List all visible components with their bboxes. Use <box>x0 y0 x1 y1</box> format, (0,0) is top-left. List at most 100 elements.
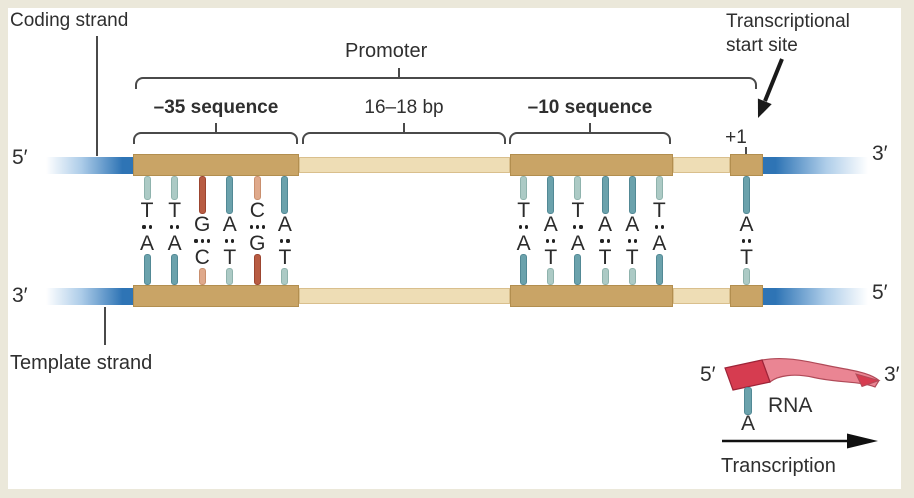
minus10-bracket-tick <box>589 123 591 132</box>
hydrogen-bond-dot <box>194 239 198 243</box>
top-base-tick <box>655 176 663 200</box>
coding-base: C <box>249 199 265 222</box>
hydrogen-bonds <box>573 221 583 233</box>
bottom-base-tick <box>143 254 151 285</box>
coding-base: A <box>625 213 640 236</box>
top-base-tick <box>574 176 582 200</box>
hydrogen-bonds <box>142 221 152 233</box>
rna-ribbon <box>724 357 881 391</box>
template-base: G <box>249 232 266 255</box>
tss-arrow <box>757 58 784 118</box>
hydrogen-bond-dot <box>627 239 631 243</box>
top-base-tick <box>253 176 261 200</box>
template-base: A <box>140 232 155 255</box>
coding-base: A <box>277 213 292 236</box>
hydrogen-bond-dot <box>600 239 604 243</box>
hydrogen-bonds <box>546 235 556 247</box>
hydrogen-bond-dot <box>518 225 523 229</box>
template-base: A <box>516 232 531 255</box>
rna-3prime-label: 3′ <box>884 363 900 386</box>
hydrogen-bond-dot <box>546 239 550 243</box>
bottom-base-tick <box>547 268 555 285</box>
minus35-label: –35 sequence <box>153 97 279 118</box>
hydrogen-bond-dot <box>261 225 266 229</box>
spacer-bracket-tick <box>403 123 405 132</box>
minus10-box-bottom <box>510 285 673 307</box>
spacer2-strip-bottom <box>673 288 730 304</box>
top-base-tick <box>601 176 609 214</box>
rna-base-label: A <box>740 412 755 435</box>
hydrogen-bond-dot <box>552 239 556 243</box>
bottom-base-tick <box>655 254 663 285</box>
transcription-arrow <box>722 433 878 449</box>
hydrogen-bond-dot <box>286 239 290 243</box>
transcription-label: Transcription <box>721 455 836 477</box>
hydrogen-bond-dot <box>280 239 284 243</box>
template-base: A <box>652 232 667 255</box>
hydrogen-bonds <box>194 235 210 247</box>
hydrogen-bond-dot <box>573 225 577 229</box>
top-base-tick <box>743 176 750 214</box>
hydrogen-bond-dot <box>176 225 180 229</box>
minus35-bracket <box>133 123 298 144</box>
hydrogen-bond-dot <box>169 225 174 229</box>
hydrogen-bond-dot <box>606 239 610 243</box>
tss-label-line2: start site <box>726 35 798 56</box>
minus35-box-top <box>133 154 299 176</box>
minus10-label: –10 sequence <box>527 97 653 118</box>
hydrogen-bond-dot <box>142 225 146 229</box>
coding-base: A <box>543 213 558 236</box>
bottom-strand-5prime-label: 5′ <box>872 281 888 304</box>
hydrogen-bond-dot <box>148 225 152 229</box>
bottom-base-tick <box>628 268 636 285</box>
coding-base: T <box>652 199 666 222</box>
hydrogen-bond-dot <box>200 239 204 243</box>
template-base: T <box>278 246 292 269</box>
hydrogen-bond-dot <box>654 225 658 229</box>
tss-label-line1: Transcriptional <box>726 11 850 32</box>
hydrogen-bond-dot <box>206 239 210 243</box>
template-base: T <box>740 246 753 269</box>
plus1-tick <box>745 147 747 154</box>
hydrogen-bond-dot <box>225 239 229 243</box>
coding-base: T <box>140 199 154 222</box>
top-strand-3prime-label: 3′ <box>872 142 888 165</box>
promoter-bracket-tick <box>398 68 400 77</box>
hydrogen-bonds <box>741 235 752 247</box>
coding-strand-leader-line <box>96 36 98 156</box>
template-strand-blue-right <box>763 288 868 305</box>
template-strand-blue-left <box>46 288 133 305</box>
coding-base: A <box>222 213 237 236</box>
hydrogen-bond-dot <box>633 239 637 243</box>
top-base-tick <box>198 176 206 214</box>
spacer-label: 16–18 bp <box>364 97 444 118</box>
spacer-strip-top <box>299 157 510 173</box>
hydrogen-bonds <box>627 235 637 247</box>
template-base: A <box>570 232 585 255</box>
promoter-bracket <box>135 68 757 89</box>
top-base-tick <box>226 176 234 214</box>
coding-base: T <box>517 199 531 222</box>
template-base: T <box>598 246 612 269</box>
bottom-base-tick <box>281 268 289 285</box>
hydrogen-bond-dot <box>255 225 259 229</box>
coding-base: T <box>168 199 182 222</box>
spacer-bracket <box>302 123 506 144</box>
hydrogen-bond-dot <box>748 239 752 243</box>
template-base: T <box>223 246 237 269</box>
top-base-tick <box>520 176 528 200</box>
rna-base-tick <box>744 387 752 415</box>
top-base-tick <box>628 176 636 214</box>
bottom-base-tick <box>601 268 609 285</box>
